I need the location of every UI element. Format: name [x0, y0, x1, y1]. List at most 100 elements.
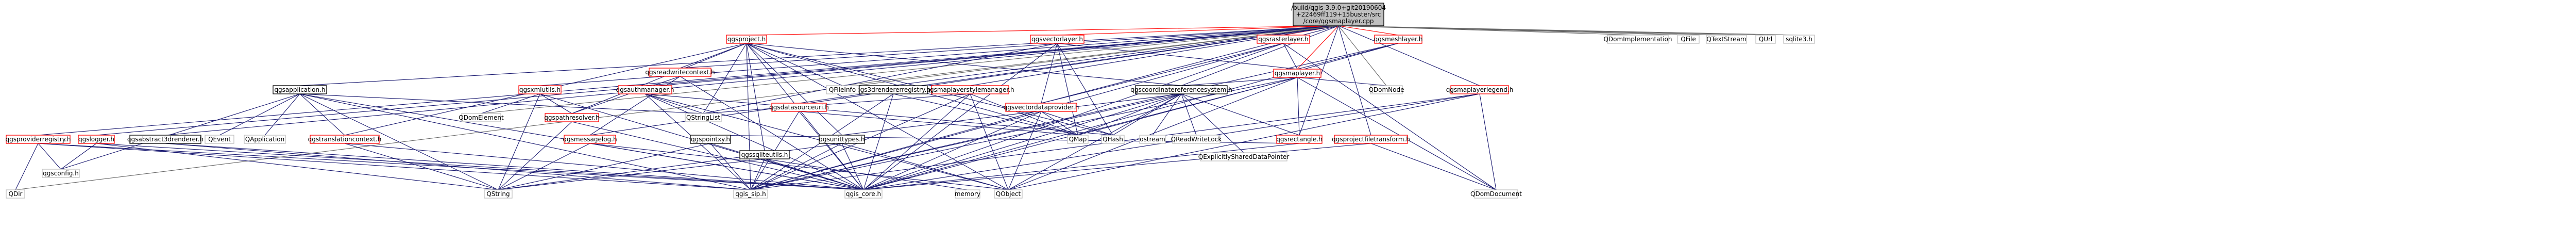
- node-QApplication[interactable]: QApplication: [244, 135, 286, 144]
- edge-qgsmaplayer_h-to-QObject: [1008, 77, 1298, 190]
- edge-line: [746, 43, 751, 190]
- edge-qgsunittypes_h-to-QString: [498, 143, 842, 190]
- node-qgstranslationcontext-h[interactable]: qgstranslationcontext.h: [308, 135, 382, 144]
- node-label: qgsapplication.h: [274, 86, 325, 93]
- edge-line: [539, 93, 572, 114]
- node-QFileInfo[interactable]: QFileInfo: [826, 85, 859, 94]
- edge-qgsmeshlayer_h-to-qgis_core_h: [863, 43, 1399, 190]
- node-box: [690, 135, 731, 144]
- node-qgspathresolver-h[interactable]: qgspathresolver.h: [544, 113, 600, 122]
- node-qgsproviderregistry-h[interactable]: qgsproviderregistry.h: [6, 135, 71, 144]
- node-memory[interactable]: memory: [955, 189, 980, 199]
- edge-qgsapplication_h-to-QStringList: [299, 93, 704, 114]
- node-qgsabstract3drenderer-h[interactable]: qgsabstract3drenderer.h: [127, 135, 204, 144]
- node-QDomImplementation[interactable]: QDomImplementation: [1603, 35, 1672, 44]
- node-box: [1101, 135, 1125, 144]
- edge-line: [863, 93, 894, 190]
- edge-qgsxmlutils_h-to-QDomElement: [481, 93, 540, 114]
- node-qgspointxy-h[interactable]: qgspointxy.h: [690, 135, 731, 144]
- node-qgsunittypes-h[interactable]: qgsunittypes.h: [819, 135, 865, 144]
- node-label: QExplicitlySharedDataPointer: [1198, 153, 1290, 160]
- edge-qgsproject_h-to-qgspathresolver_h: [571, 43, 747, 114]
- node-QDomDocument[interactable]: QDomDocument: [1470, 189, 1522, 199]
- edge-qgstranslationcontext_h-to-QString: [344, 143, 499, 190]
- node-label: qgsmaplayer.h: [1275, 70, 1320, 77]
- node-qgsxmlutils-h[interactable]: qgsxmlutils.h: [518, 85, 562, 94]
- node-qgsprojectfiletransform-h[interactable]: qgsprojectfiletransform.h: [1332, 135, 1410, 144]
- node-QDomNode[interactable]: QDomNode: [1368, 85, 1404, 94]
- node-qgsdatasourceuri-h[interactable]: qgsdatasourceuri.h: [769, 103, 829, 112]
- node-qgsrasterlayer-h[interactable]: qgsrasterlayer.h: [1257, 35, 1310, 44]
- edge-line: [60, 143, 97, 170]
- node-box: [310, 135, 380, 144]
- node-qgsvectordataprovider-h[interactable]: qgsvectordataprovider.h: [1004, 103, 1079, 112]
- node-qgsauthmanager-h[interactable]: qgsauthmanager.h: [616, 85, 674, 94]
- node-qgsmaplayerlegend-h[interactable]: qgsmaplayerlegend.h: [1446, 85, 1514, 94]
- node-QReadWriteLock[interactable]: QReadWriteLock: [1171, 135, 1222, 144]
- edge-qgsvectordataprovider_h-to-QObject: [1008, 111, 1042, 190]
- node-qgsmessagelog-h[interactable]: qgsmessagelog.h: [563, 135, 617, 144]
- node-label: QDomDocument: [1470, 190, 1522, 198]
- node-qgsapplication-h[interactable]: qgsapplication.h: [273, 85, 327, 94]
- node-QHash[interactable]: QHash: [1101, 135, 1125, 144]
- node-label: QDir: [9, 190, 23, 198]
- node-label: QReadWriteLock: [1171, 136, 1222, 143]
- edge-line: [863, 93, 971, 190]
- node-QEvent[interactable]: QEvent: [205, 135, 234, 144]
- node-QDir[interactable]: QDir: [6, 189, 25, 199]
- edge-root-to-qgsmeshlayer_h: [1338, 25, 1399, 36]
- node-qgsproject-h[interactable]: qgsproject.h: [726, 35, 767, 44]
- dependency-nodes: /build/qgis-3.9.0+git20190604+22469ff119…: [6, 3, 1815, 199]
- edge-qgs3drendererregistry_h-to-QMap: [893, 93, 1078, 136]
- edge-line: [96, 25, 1339, 136]
- node-QString[interactable]: QString: [484, 189, 513, 199]
- node-qgis-core-h[interactable]: qgis_core.h: [844, 189, 883, 199]
- node-label: QString: [486, 190, 510, 198]
- node-qgis-sip-h[interactable]: qgis_sip.h: [733, 189, 768, 199]
- node-qgsvectorlayer-h[interactable]: qgsvectorlayer.h: [1030, 35, 1084, 44]
- node-QMap[interactable]: QMap: [1067, 135, 1089, 144]
- edge-qgsmaplayer_h-to-QDomNode: [1297, 77, 1387, 86]
- node-QUrl[interactable]: QUrl: [1755, 35, 1776, 44]
- node-box: [1276, 135, 1323, 144]
- node-qgs3drendererregistry-h[interactable]: qgs3drendererregistry.h: [856, 85, 930, 94]
- node-box: [859, 85, 928, 94]
- edge-qgslogger_h-to-qgsconfig_h: [60, 143, 97, 170]
- edge-qgsrasterlayer_h-to-QDomDocument: [1283, 43, 1497, 190]
- node-qgsmaplayer-h[interactable]: qgsmaplayer.h: [1273, 69, 1321, 78]
- edge-qgsvectorlayer_h-to-QMap: [1057, 43, 1078, 136]
- node-sqlite3-h[interactable]: sqlite3.h: [1783, 35, 1815, 44]
- node-box: [244, 135, 286, 144]
- edge-qgssqliteutils_h-to-qgis_core_h: [764, 158, 864, 190]
- node-QStringList[interactable]: QStringList: [685, 113, 722, 122]
- edge-line: [750, 158, 765, 190]
- edge-qgspathresolver_h-to-QString: [498, 121, 572, 190]
- node-label: qgssqliteutils.h: [741, 151, 788, 158]
- node-QFile[interactable]: QFile: [1677, 35, 1700, 44]
- node-qgsmaplayerstylemanager-h[interactable]: qgsmaplayerstylemanager.h: [926, 85, 1014, 94]
- node-box: [1135, 85, 1228, 94]
- node-qgsmeshlayer-h[interactable]: qgsmeshlayer.h: [1374, 35, 1423, 44]
- node-QTextStream[interactable]: QTextStream: [1706, 35, 1747, 44]
- node-qgslogger-h[interactable]: qgslogger.h: [78, 135, 115, 144]
- node-QExplicitlySharedDataPointer[interactable]: QExplicitlySharedDataPointer: [1198, 152, 1290, 161]
- node-qgsconfig-h[interactable]: qgsconfig.h: [42, 169, 80, 178]
- node-label: qgslogger.h: [78, 136, 114, 143]
- node-box: [1783, 35, 1815, 44]
- node-qgsreadwritecontext-h[interactable]: qgsreadwritecontext.h: [645, 68, 715, 77]
- edge-qgssqliteutils_h-to-memory: [764, 158, 968, 190]
- node-qgssqliteutils-h[interactable]: qgssqliteutils.h: [739, 150, 790, 159]
- node-label: qgis_core.h: [846, 190, 881, 198]
- node-label: qgsdatasourceuri.h: [769, 104, 829, 111]
- edge-line: [1297, 25, 1339, 70]
- edge-qgsapplication_h-to-QApplication: [264, 93, 300, 136]
- node-ostream[interactable]: ostream: [1139, 135, 1166, 144]
- edge-qgsproject_h-to-qgscoordinatereferencesystem_h: [746, 43, 1182, 86]
- edge-line: [1041, 111, 1113, 136]
- node-box: [461, 113, 501, 122]
- node-qgsrectangle-h[interactable]: qgsrectangle.h: [1276, 135, 1323, 144]
- node-QDomElement[interactable]: QDomElement: [459, 113, 504, 122]
- node-QObject[interactable]: QObject: [994, 189, 1023, 199]
- edge-line: [589, 143, 1009, 190]
- node-qgscoordinatereferencesystem-h[interactable]: qgscoordinatereferencesystem.h: [1130, 85, 1232, 94]
